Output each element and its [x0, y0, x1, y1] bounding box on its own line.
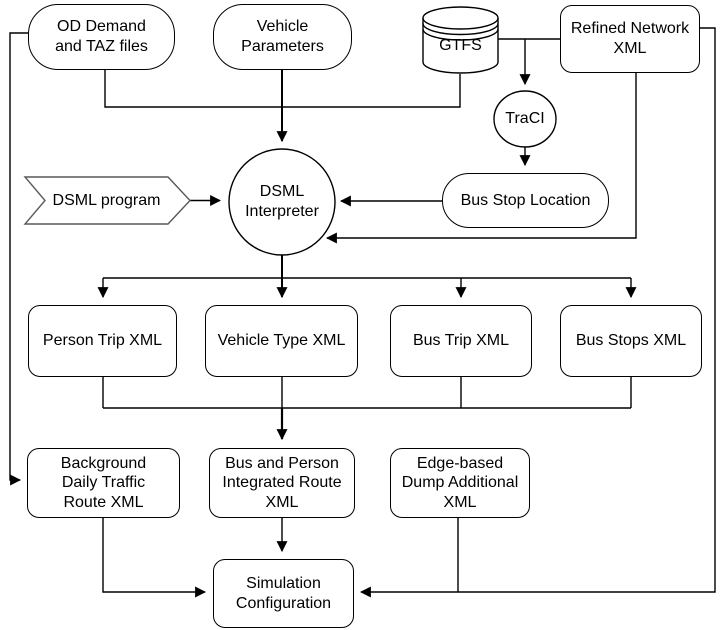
node-background-traffic-label: Background Daily Traffic Route XML — [60, 454, 147, 511]
node-edge-dump: Edge-based Dump Additional XML — [390, 448, 530, 518]
node-dsml-interpreter-label: DSML Interpreter — [245, 183, 319, 220]
node-edge-dump-label: Edge-based Dump Additional XML — [401, 454, 519, 511]
node-bus-trip-xml: Bus Trip XML — [390, 305, 532, 377]
edge-refined-to-simconfig — [359, 27, 716, 598]
node-dsml-interpreter: DSML Interpreter — [229, 149, 335, 255]
traci-circle-shape — [493, 90, 557, 148]
node-dsml-program: DSML program — [45, 178, 168, 223]
node-bus-person-route: Bus and Person Integrated Route XML — [209, 448, 355, 518]
node-bus-stop-location: Bus Stop Location — [442, 173, 609, 228]
node-traci: TraCI — [494, 93, 556, 145]
node-refined-network-label: Refined Network XML — [570, 20, 690, 57]
gtfs-cylinder-disk-lines — [422, 17, 499, 41]
edge-od-to-background — [9, 32, 28, 486]
node-simulation-config: Simulation Configuration — [213, 559, 354, 628]
node-bus-stops-xml: Bus Stops XML — [560, 305, 702, 377]
node-gtfs-label: GTFS — [439, 37, 482, 55]
node-bus-stops-xml-label: Bus Stops XML — [575, 332, 687, 350]
edge-background-to-simconfig — [102, 518, 207, 598]
node-person-trip-xml: Person Trip XML — [28, 305, 177, 377]
node-refined-network: Refined Network XML — [560, 5, 700, 73]
node-od-demand-label: OD Demand and TAZ files — [55, 18, 148, 55]
node-person-trip-xml-label: Person Trip XML — [42, 332, 163, 350]
node-vehicle-type-xml: Vehicle Type XML — [205, 305, 358, 377]
node-vehicle-parameters: Vehicle Parameters — [213, 4, 352, 70]
dsml-program-banner-shape — [23, 176, 191, 225]
node-bus-stop-location-label: Bus Stop Location — [460, 191, 591, 209]
dsml-interpreter-circle-shape — [228, 148, 336, 256]
node-gtfs: GTFS — [423, 24, 498, 68]
edge-refined-to-interpreter — [325, 73, 637, 244]
node-background-traffic: Background Daily Traffic Route XML — [27, 448, 180, 518]
node-od-demand: OD Demand and TAZ files — [28, 4, 175, 70]
node-bus-trip-xml-label: Bus Trip XML — [412, 332, 510, 350]
node-traci-label: TraCI — [505, 110, 545, 128]
node-simulation-config-label: Simulation Configuration — [235, 574, 332, 612]
node-bus-person-route-label: Bus and Person Integrated Route XML — [222, 454, 342, 511]
node-vehicle-type-xml-label: Vehicle Type XML — [217, 332, 346, 350]
node-dsml-program-label: DSML program — [52, 191, 161, 209]
node-vehicle-parameters-label: Vehicle Parameters — [241, 18, 324, 55]
